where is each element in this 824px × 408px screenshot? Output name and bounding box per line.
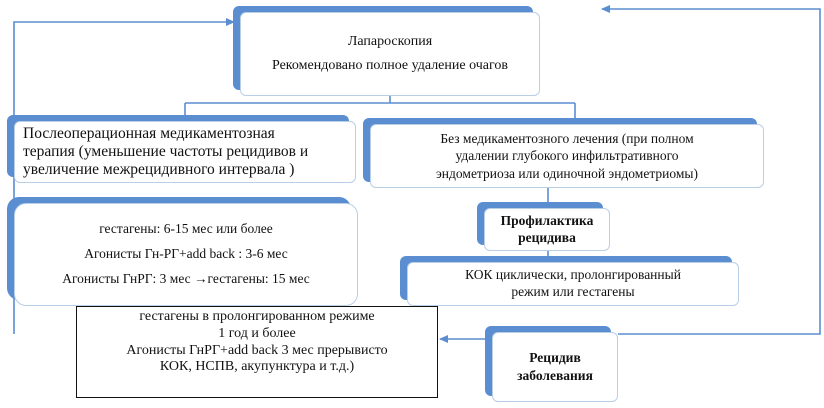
postop-therapy-line-3: увеличение межрецидивного интервала ) bbox=[23, 160, 295, 178]
kok-line-2: режим или гестагены bbox=[511, 284, 635, 299]
prophylaxis-line-1: Профилактика bbox=[500, 212, 594, 228]
prolonged-line-1: гестагены в пролонгированном режиме bbox=[139, 309, 375, 324]
prolonged-line-4: КОК, НСПВ, акупунктура и т.д.) bbox=[159, 359, 355, 375]
without-drugs-line-3: эндометриоза или одиночной эндометриомы) bbox=[436, 165, 698, 181]
kok-box: КОК циклически, пролонгированный режим и… bbox=[407, 262, 739, 306]
prolonged-line-2: 1 год и более bbox=[218, 325, 296, 341]
without-drugs-box: Без медикаментозного лечения (при полном… bbox=[370, 124, 764, 188]
connector-right-loop bbox=[601, 5, 821, 335]
without-drugs-line-2: удалении глубокого инфильтративного bbox=[455, 148, 679, 164]
postop-therapy-box: Послеоперационная медикаментозная терапи… bbox=[14, 121, 356, 183]
without-drugs-line-1: Без медикаментозного лечения (при полном bbox=[440, 130, 694, 146]
prolonged-line-3: Агонисты ГнРГ+add back 3 мес прерывисто bbox=[126, 342, 388, 358]
drug-option-gestagens: гестагены: 6-15 мес или более bbox=[99, 221, 273, 237]
drug-option-gnrh-addback: Агонисты Гн-РГ+add back : 3-6 мес bbox=[84, 246, 288, 262]
relapse-line-2: заболевания bbox=[517, 368, 593, 383]
kok-line-1: КОК циклически, пролонгированный bbox=[465, 267, 681, 283]
laparoscopy-box: Лапароскопия Рекомендовано полное удален… bbox=[240, 12, 540, 96]
postop-therapy-line-1: Послеоперационная медикаментозная bbox=[23, 125, 275, 143]
prophylaxis-line-2: рецидива bbox=[518, 229, 576, 245]
postop-therapy-line-2: терапия (уменьшение частоты рецидивов и bbox=[23, 143, 309, 161]
prolonged-regimen-box: гестагены в пролонгированном режиме 1 го… bbox=[76, 306, 438, 398]
laparoscopy-title: Лапароскопия bbox=[347, 34, 433, 50]
drug-options-box: гестагены: 6-15 мес или более Агонисты Г… bbox=[14, 203, 358, 306]
relapse-box: Рецидив заболевания bbox=[492, 332, 618, 402]
drug-option-gnrh-then-gestagens: Агонисты ГнРГ: 3 мес →гестагены: 15 мес bbox=[62, 270, 310, 286]
relapse-line-1: Рецидив bbox=[529, 350, 581, 366]
prophylaxis-box: Профилактика рецидива bbox=[484, 208, 610, 251]
laparoscopy-recommendation: Рекомендовано полное удаление очагов bbox=[271, 58, 508, 73]
